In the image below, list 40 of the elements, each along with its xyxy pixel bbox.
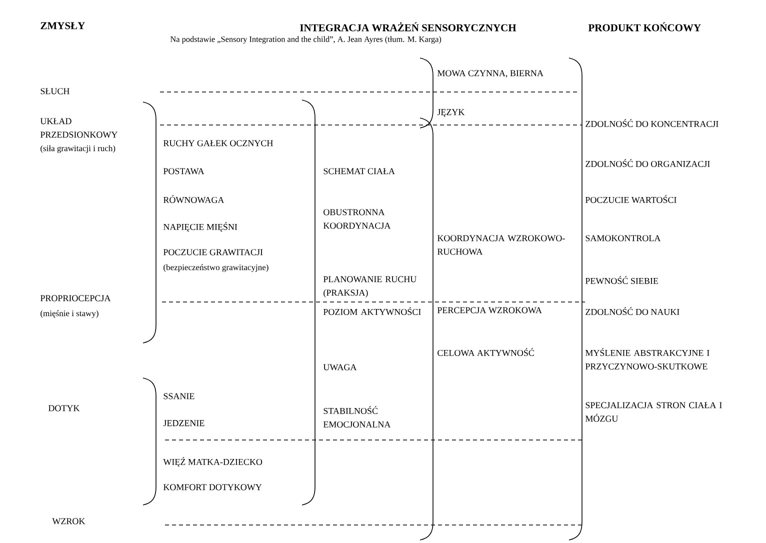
label: DOTYK	[48, 405, 80, 412]
heading: INTEGRACJA WRAŻEŃ SENSORYCZNYCH	[300, 22, 516, 32]
label: (mięśnie i stawy)	[40, 310, 98, 318]
label: OBUSTRONNA KOORDYNACJA	[323, 209, 391, 229]
label: PERCEPCJA WZROKOWA	[437, 307, 542, 314]
label: RÓWNOWAGA	[163, 195, 224, 204]
label: MYŚLENIE ABSTRAKCYJNE I PRZYCZYNOWO-SKUTKOWE	[585, 348, 710, 370]
label: PEWNOŚĆ SIEBIE	[585, 276, 658, 284]
label: UKŁAD PRZEDSIONKOWY	[40, 118, 118, 138]
label: PLANOWANIE RUCHU (PRAKSJA)	[323, 276, 416, 298]
label: ZDOLNOŚĆ DO ORGANIZACJI	[586, 159, 710, 167]
label: POCZUCIE WARTOŚCI	[585, 195, 676, 204]
subtitle: Na podstawie „Sensory Integration and the child”, A. Jean Ayres (tłum. M. Karga)	[170, 36, 442, 44]
label: MOWA CZYNNA, BIERNA	[437, 70, 544, 78]
column-heading: ZMYSŁY	[40, 22, 85, 30]
label: UWAGA	[323, 364, 357, 370]
label: PROPRIOCEPCJA	[40, 295, 111, 302]
label: WZROK	[52, 518, 86, 524]
label: SAMOKONTROLA	[586, 235, 661, 242]
label: (bezpieczeństwo grawitacyjne)	[164, 264, 268, 272]
label: SŁUCH	[40, 88, 70, 94]
label: KOORDYNACJA WZROKOWO-RUCHOWA	[437, 235, 565, 255]
label: POZIOM AKTYWNOŚCI	[323, 307, 421, 316]
label: SPECJALIZACJA STRON CIAŁA I MÓZGU	[585, 402, 722, 422]
label: CELOWA AKTYWNOŚĆ	[438, 348, 534, 356]
label: (siła grawitacji i ruch)	[40, 145, 116, 153]
label: STABILNOŚĆ EMOCJONALNA	[323, 406, 391, 428]
label: KOMFORT DOTYKOWY	[163, 484, 262, 490]
column-heading: PRODUKT KOŃCOWY	[588, 22, 701, 32]
label: SCHEMAT CIAŁA	[324, 168, 395, 174]
label: POSTAWA	[163, 168, 204, 174]
label: ZDOLNOŚĆ DO KONCENTRACJI	[586, 119, 718, 127]
label: ZDOLNOŚĆ DO NAUKI	[586, 307, 680, 315]
label: SSANIE	[164, 393, 194, 400]
label: NAPIĘCIE MIĘŚNI	[163, 222, 238, 232]
label: JĘZYK	[437, 109, 465, 117]
label: RUCHY GAŁEK OCZNYCH	[163, 140, 273, 146]
label: POCZUCIE GRAWITACJI	[163, 249, 263, 256]
label: JEDZENIE	[163, 420, 204, 426]
label: WIĘŹ MATKA-DZIECKO	[163, 457, 262, 467]
